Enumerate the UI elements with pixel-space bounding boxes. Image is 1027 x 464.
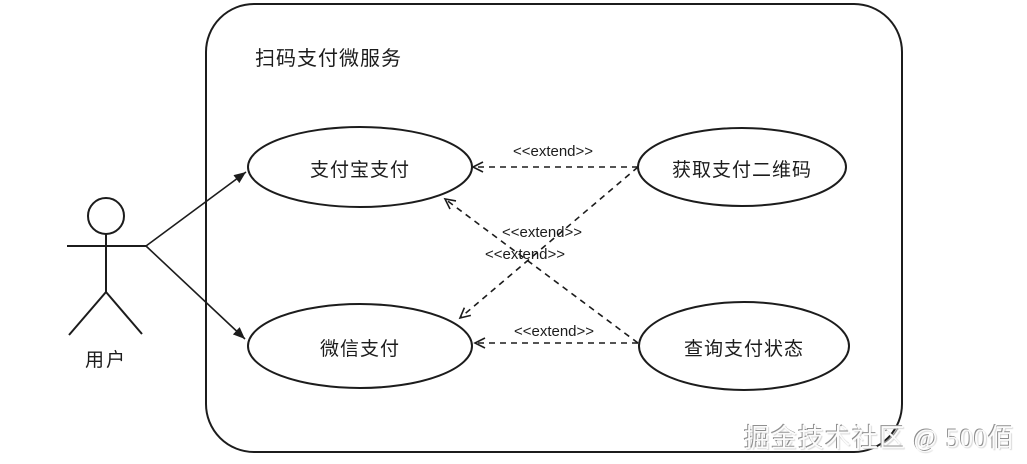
- extend-label-middle-upper: <<extend>>: [501, 224, 583, 241]
- extend-status-to-alipay: [443, 197, 639, 344]
- watermark-text: 掘金技术社区 @ 500佰: [744, 424, 1015, 453]
- usecase-label-wechat-pay: 微信支付: [319, 339, 400, 360]
- extend-label-top: <<extend>>: [512, 143, 594, 160]
- actor-head: [87, 197, 125, 235]
- extend-label-bottom: <<extend>>: [513, 323, 595, 340]
- association-user-to-wechat: [145, 245, 246, 340]
- system-boundary-box: [205, 3, 903, 453]
- system-boundary-title: 扫码支付微服务: [255, 48, 402, 70]
- association-user-to-alipay: [145, 171, 247, 247]
- actor-leg-right: [105, 291, 143, 335]
- usecase-ellipse-wechat-pay: [247, 303, 473, 389]
- usecase-label-get-qrcode: 获取支付二维码: [671, 160, 812, 181]
- extend-qrcode-to-wechat: [458, 166, 639, 320]
- usecase-ellipse-query-status: [638, 301, 850, 391]
- actor-leg-left: [68, 291, 107, 336]
- usecase-label-query-status: 查询支付状态: [683, 339, 804, 360]
- usecase-label-alipay-pay: 支付宝支付: [309, 160, 410, 181]
- actor-label: 用户: [84, 350, 127, 371]
- extend-label-middle-lower: <<extend>>: [484, 246, 566, 263]
- actor-figure: [67, 197, 146, 336]
